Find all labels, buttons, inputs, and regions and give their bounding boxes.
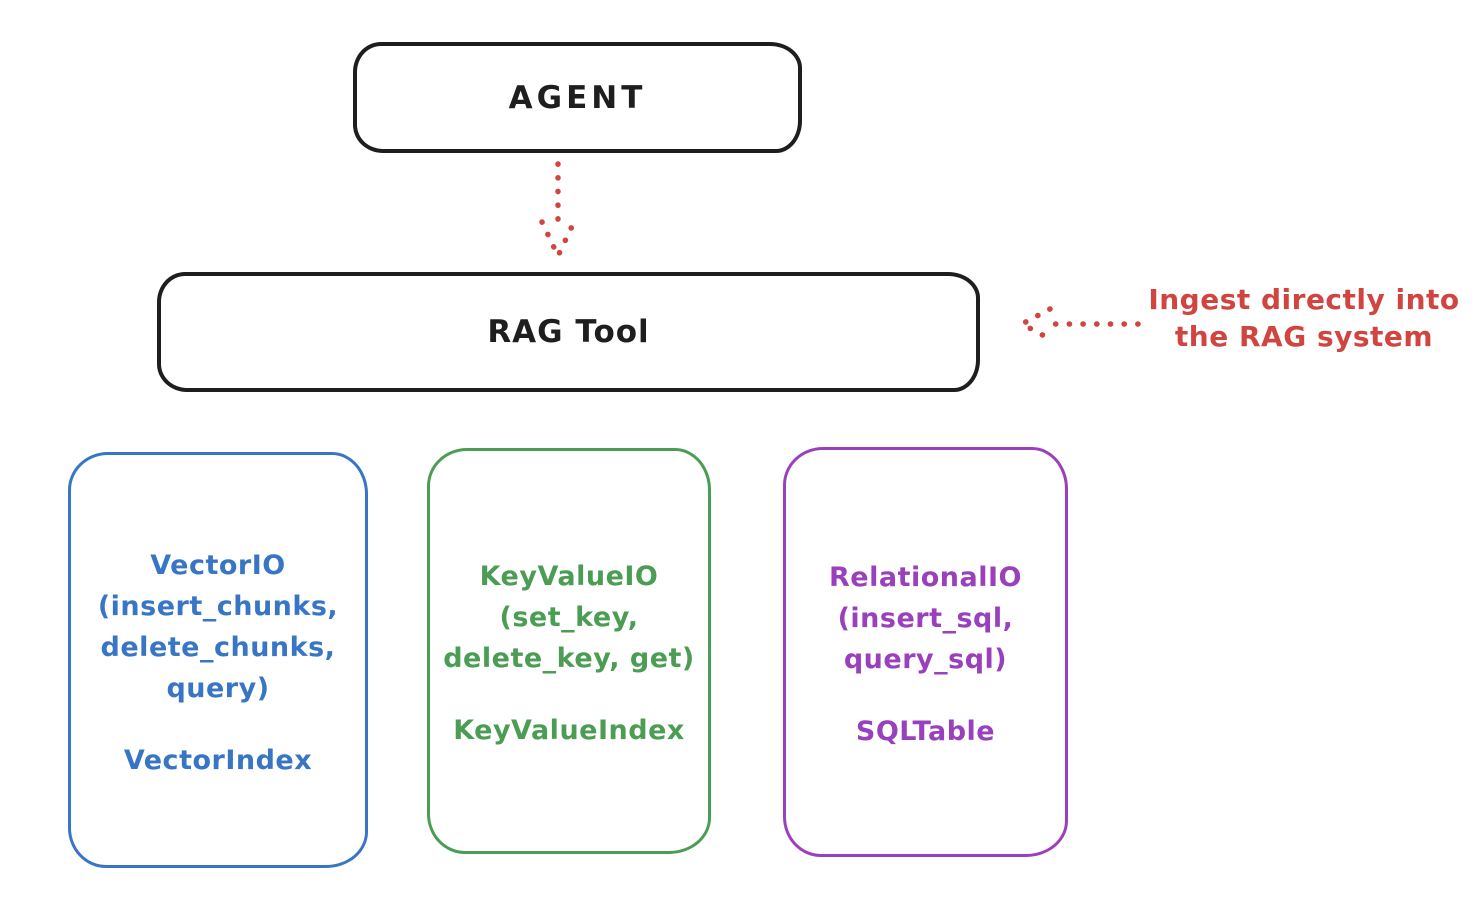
signature-line: query) — [166, 672, 270, 704]
signature-line: delete_chunks, — [100, 631, 336, 663]
agent-to-rag-arrow — [539, 161, 577, 259]
signature-line: (set_key, — [499, 602, 639, 633]
sql-table-label: SQLTable — [855, 716, 996, 747]
signature-line: KeyValueIO — [479, 561, 659, 592]
signature-line: RelationalIO — [829, 562, 1022, 593]
key-value-index-label: KeyValueIndex — [453, 715, 685, 746]
relational-io-node: RelationalIO (insert_sql, query_sql) SQL… — [783, 447, 1068, 857]
signature-line: (insert_chunks, — [97, 590, 339, 622]
key-value-io-signature: KeyValueIO (set_key, delete_key, get) — [443, 556, 695, 679]
signature-line: query_sql) — [843, 644, 1008, 675]
rag-tool-node: RAG Tool — [157, 272, 980, 392]
ingest-arrow — [1019, 306, 1141, 342]
vector-io-node: VectorIO (insert_chunks, delete_chunks, … — [68, 452, 368, 868]
arrow-head-down — [539, 219, 577, 259]
signature-line: (insert_sql, — [837, 603, 1014, 634]
signature-line: VectorIO — [150, 549, 286, 581]
agent-label: AGENT — [508, 79, 647, 116]
vector-io-signature: VectorIO (insert_chunks, delete_chunks, … — [98, 545, 338, 709]
key-value-io-node: KeyValueIO (set_key, delete_key, get) Ke… — [427, 448, 711, 854]
rag-tool-label: RAG Tool — [487, 314, 650, 350]
annotation-line: the RAG system — [1174, 320, 1434, 353]
relational-io-signature: RelationalIO (insert_sql, query_sql) — [829, 557, 1022, 680]
agent-node: AGENT — [353, 42, 802, 153]
annotation-line: Ingest directly into — [1148, 283, 1460, 316]
signature-line: delete_key, get) — [443, 643, 695, 674]
vector-index-label: VectorIndex — [123, 744, 313, 776]
arrow-head-left — [1019, 306, 1053, 342]
ingest-annotation: Ingest directly into the RAG system — [1128, 281, 1480, 355]
